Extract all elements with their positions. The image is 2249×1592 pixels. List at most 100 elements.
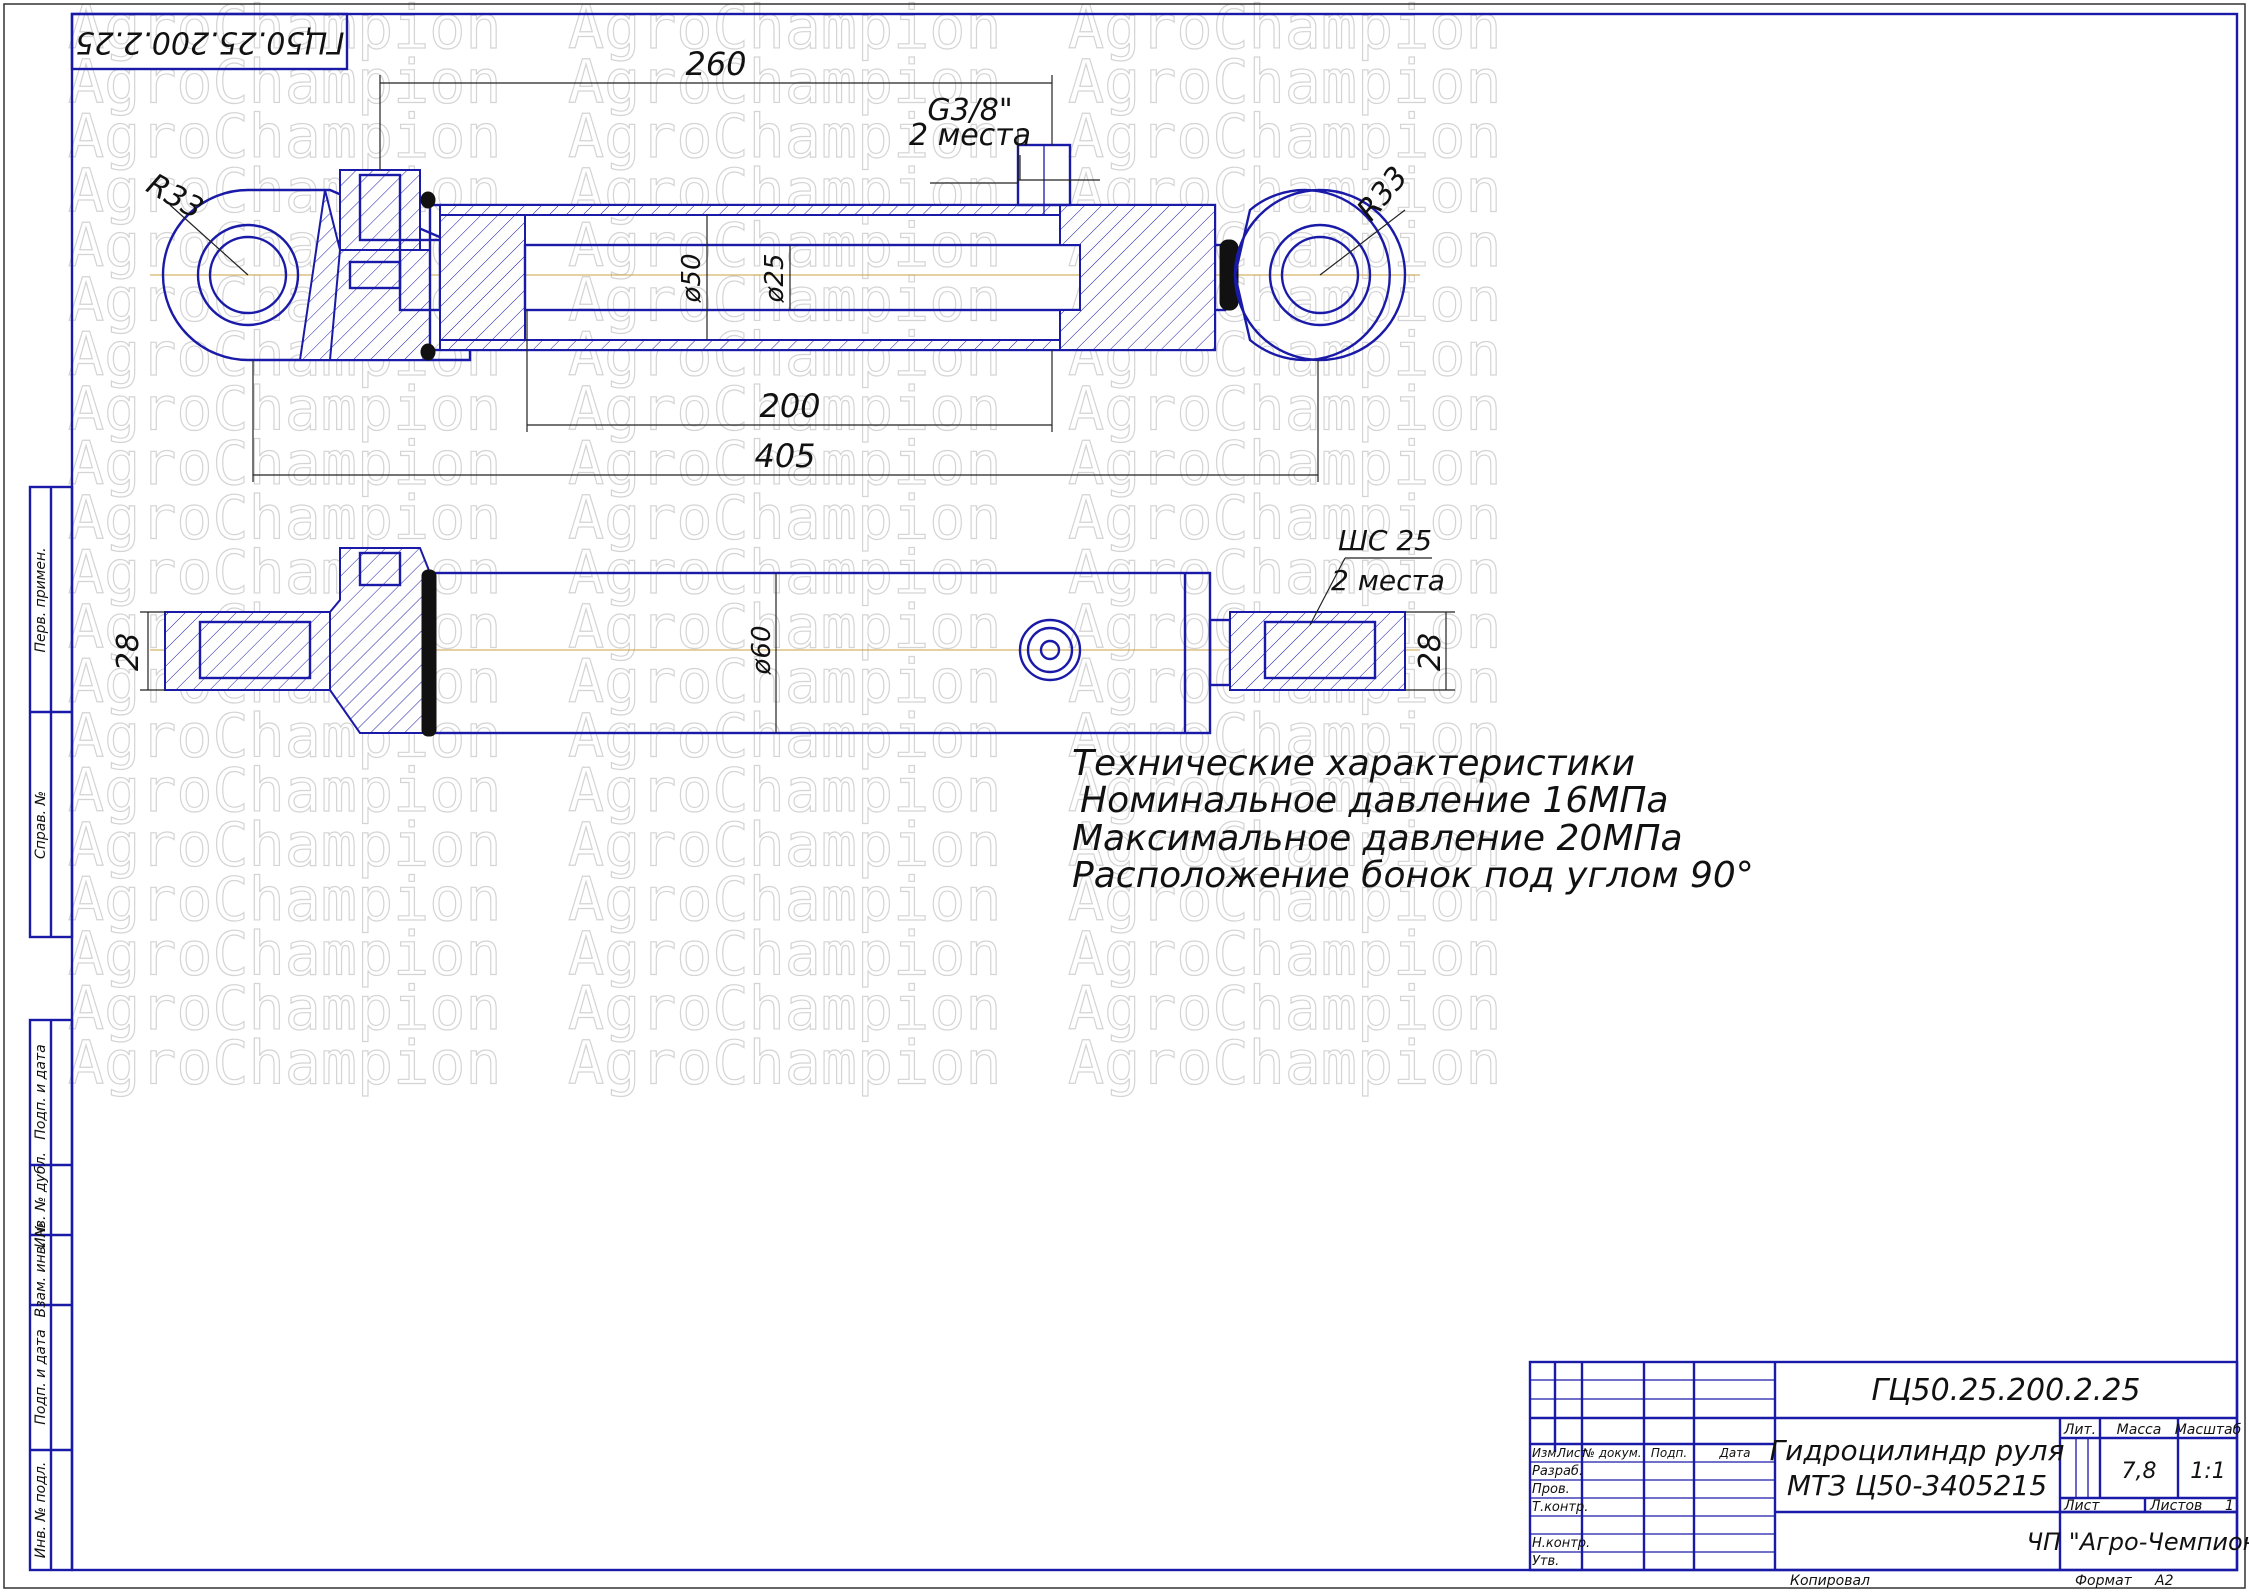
sheet-label: Лист xyxy=(2063,1498,2100,1514)
mass-value: 7,8 xyxy=(2122,1459,2157,1484)
dim-260: 260 xyxy=(379,45,1053,170)
watermark-text: AgroChampion xyxy=(568,702,1001,772)
left-port-boss xyxy=(339,169,421,251)
left-eye-web xyxy=(298,189,342,361)
watermark-text: AgroChampion xyxy=(1068,375,1501,445)
side-view: 28 28 ø60 ШС 25 2 места xyxy=(111,524,1455,737)
scale-label: Масштаб xyxy=(2175,1422,2242,1438)
watermark-text: AgroChampion xyxy=(568,320,1001,390)
title-name-line1: Гидроцилиндр руля xyxy=(1770,1434,2065,1467)
watermark-text: AgroChampion xyxy=(68,429,501,499)
dim-dia-60: ø60 xyxy=(747,573,777,733)
dia-60-label: ø60 xyxy=(747,626,777,676)
dim-405: 405 xyxy=(252,360,1319,482)
piston xyxy=(439,214,526,341)
role-razrab: Разраб. xyxy=(1532,1464,1583,1479)
company-name: ЧП "Агро-Чемпион" xyxy=(2027,1528,2249,1556)
col-izm: Изм. xyxy=(1532,1446,1560,1460)
dim-260-label: 260 xyxy=(685,45,746,83)
watermark-text: AgroChampion xyxy=(568,756,1001,826)
watermark-text: AgroChampion xyxy=(1068,102,1501,172)
title-block: Изм. Лист № докум. Подп. Дата Разраб. Пр… xyxy=(1528,1360,2249,1589)
watermark-text: AgroChampion xyxy=(1068,702,1501,772)
side-stamp-bottom: Подп. и дата Инв. № дубл. Взам. инв. № П… xyxy=(28,1018,74,1572)
left-head-side xyxy=(329,547,431,734)
watermark-text: AgroChampion xyxy=(1068,1029,1501,1099)
port-thread-label: G3/8" xyxy=(927,93,1012,128)
watermark-text: AgroChampion xyxy=(68,920,501,990)
title-designation: ГЦ50.25.200.2.25 xyxy=(1871,1373,2140,1408)
watermark-text: AgroChampion xyxy=(68,1029,501,1099)
right-eye-bushing xyxy=(1268,223,1372,327)
dim-28-right: 28 xyxy=(1405,611,1455,691)
watermark-text: AgroChampion xyxy=(568,484,1001,554)
spec-boss-angle: Расположение бонок под углом 90° xyxy=(1072,855,1754,896)
watermark-text: AgroChampion xyxy=(568,974,1001,1044)
watermark-text: AgroChampion xyxy=(568,593,1001,663)
sheets-label: Листов xyxy=(2149,1498,2202,1514)
role-nkontr: Н.контр. xyxy=(1532,1536,1590,1551)
stamp-inv-dubl: Инв. № дубл. xyxy=(33,1152,49,1248)
left-eye-outline xyxy=(161,188,472,362)
copied-label: Копировал xyxy=(1790,1573,1870,1589)
dim-28-left: 28 xyxy=(111,611,165,691)
dim-405-label: 405 xyxy=(754,437,815,475)
watermark-text: AgroChampion xyxy=(1068,48,1501,118)
watermark-text: AgroChampion xyxy=(1068,974,1501,1044)
watermark-text: AgroChampion xyxy=(568,865,1001,935)
role-tkontr: Т.контр. xyxy=(1532,1500,1588,1515)
format-value: A2 xyxy=(2154,1573,2174,1589)
col-list: Лист xyxy=(1556,1446,1588,1460)
watermark-text: AgroChampion xyxy=(68,865,501,935)
watermark-layer: AgroChampionAgroChampionAgroChampionAgro… xyxy=(67,0,1502,1099)
watermark-text: AgroChampion xyxy=(68,375,501,445)
port-places-label: 2 места xyxy=(909,118,1031,153)
watermark-text: AgroChampion xyxy=(1068,756,1501,826)
watermark-text: AgroChampion xyxy=(1068,429,1501,499)
stamp-podp-data-2: Подп. и дата xyxy=(33,1329,49,1424)
technical-specs: Технические характеристики Номинальное д… xyxy=(1072,743,1754,896)
rod-eye-oring xyxy=(1219,239,1239,311)
col-sign: Подп. xyxy=(1651,1446,1687,1460)
specs-title: Технические характеристики xyxy=(1072,743,1635,784)
side-stamp-top: Перв. примен. Справ. № xyxy=(28,485,74,939)
watermark-text: AgroChampion xyxy=(568,0,1001,63)
left-eye-bushing xyxy=(196,223,300,327)
col-date: Дата xyxy=(1718,1446,1750,1460)
role-utv: Утв. xyxy=(1532,1554,1559,1569)
scale-value: 1:1 xyxy=(2190,1459,2225,1484)
left-head-section xyxy=(329,239,431,361)
stamp-vzam-inv: Взам. инв. № xyxy=(33,1222,49,1317)
watermark-text: AgroChampion xyxy=(568,266,1001,336)
dim-dia-50: ø50 xyxy=(677,215,708,340)
sheets-value: 1 xyxy=(2225,1498,2234,1514)
watermark-text: AgroChampion xyxy=(1068,484,1501,554)
bearing-callout: ШС 25 2 места xyxy=(1309,524,1445,626)
bearing-label: ШС 25 xyxy=(1338,524,1432,557)
watermark-text: AgroChampion xyxy=(568,102,1001,172)
watermark-text: AgroChampion xyxy=(568,1029,1001,1099)
dim-28-right-label: 28 xyxy=(1413,633,1448,671)
rod-gland xyxy=(1059,204,1216,351)
col-doc-no: № докум. xyxy=(1581,1446,1641,1460)
mass-label: Масса xyxy=(2117,1422,2162,1438)
watermark-text: AgroChampion xyxy=(1068,865,1501,935)
sheet-outer-border xyxy=(3,3,2246,1589)
format-label: Формат xyxy=(2075,1573,2133,1589)
stamp-perv-primen: Перв. примен. xyxy=(33,547,49,652)
watermark-text: AgroChampion xyxy=(568,920,1001,990)
port-side-boss xyxy=(1018,618,1082,682)
tube-oring xyxy=(421,569,437,737)
watermark-text: AgroChampion xyxy=(68,811,501,881)
dim-200-label: 200 xyxy=(759,387,820,425)
stamp-inv-podl: Инв. № подл. xyxy=(33,1462,49,1559)
spec-max-pressure: Максимальное давление 20МПа xyxy=(1072,818,1683,859)
watermark-text: AgroChampion xyxy=(1068,811,1501,881)
dim-28-left-label: 28 xyxy=(111,633,146,671)
section-view: 260 G3/8" 2 места R33 R33 ø50 ø25 xyxy=(140,45,1420,482)
spec-nominal-pressure: Номинальное давление 16МПа xyxy=(1080,780,1668,821)
rotated-code-text: ГЦ50.25.200.2.25 xyxy=(75,25,344,60)
stamp-podp-data-1: Подп. и дата xyxy=(33,1044,49,1139)
dia-25-label: ø25 xyxy=(760,254,790,304)
